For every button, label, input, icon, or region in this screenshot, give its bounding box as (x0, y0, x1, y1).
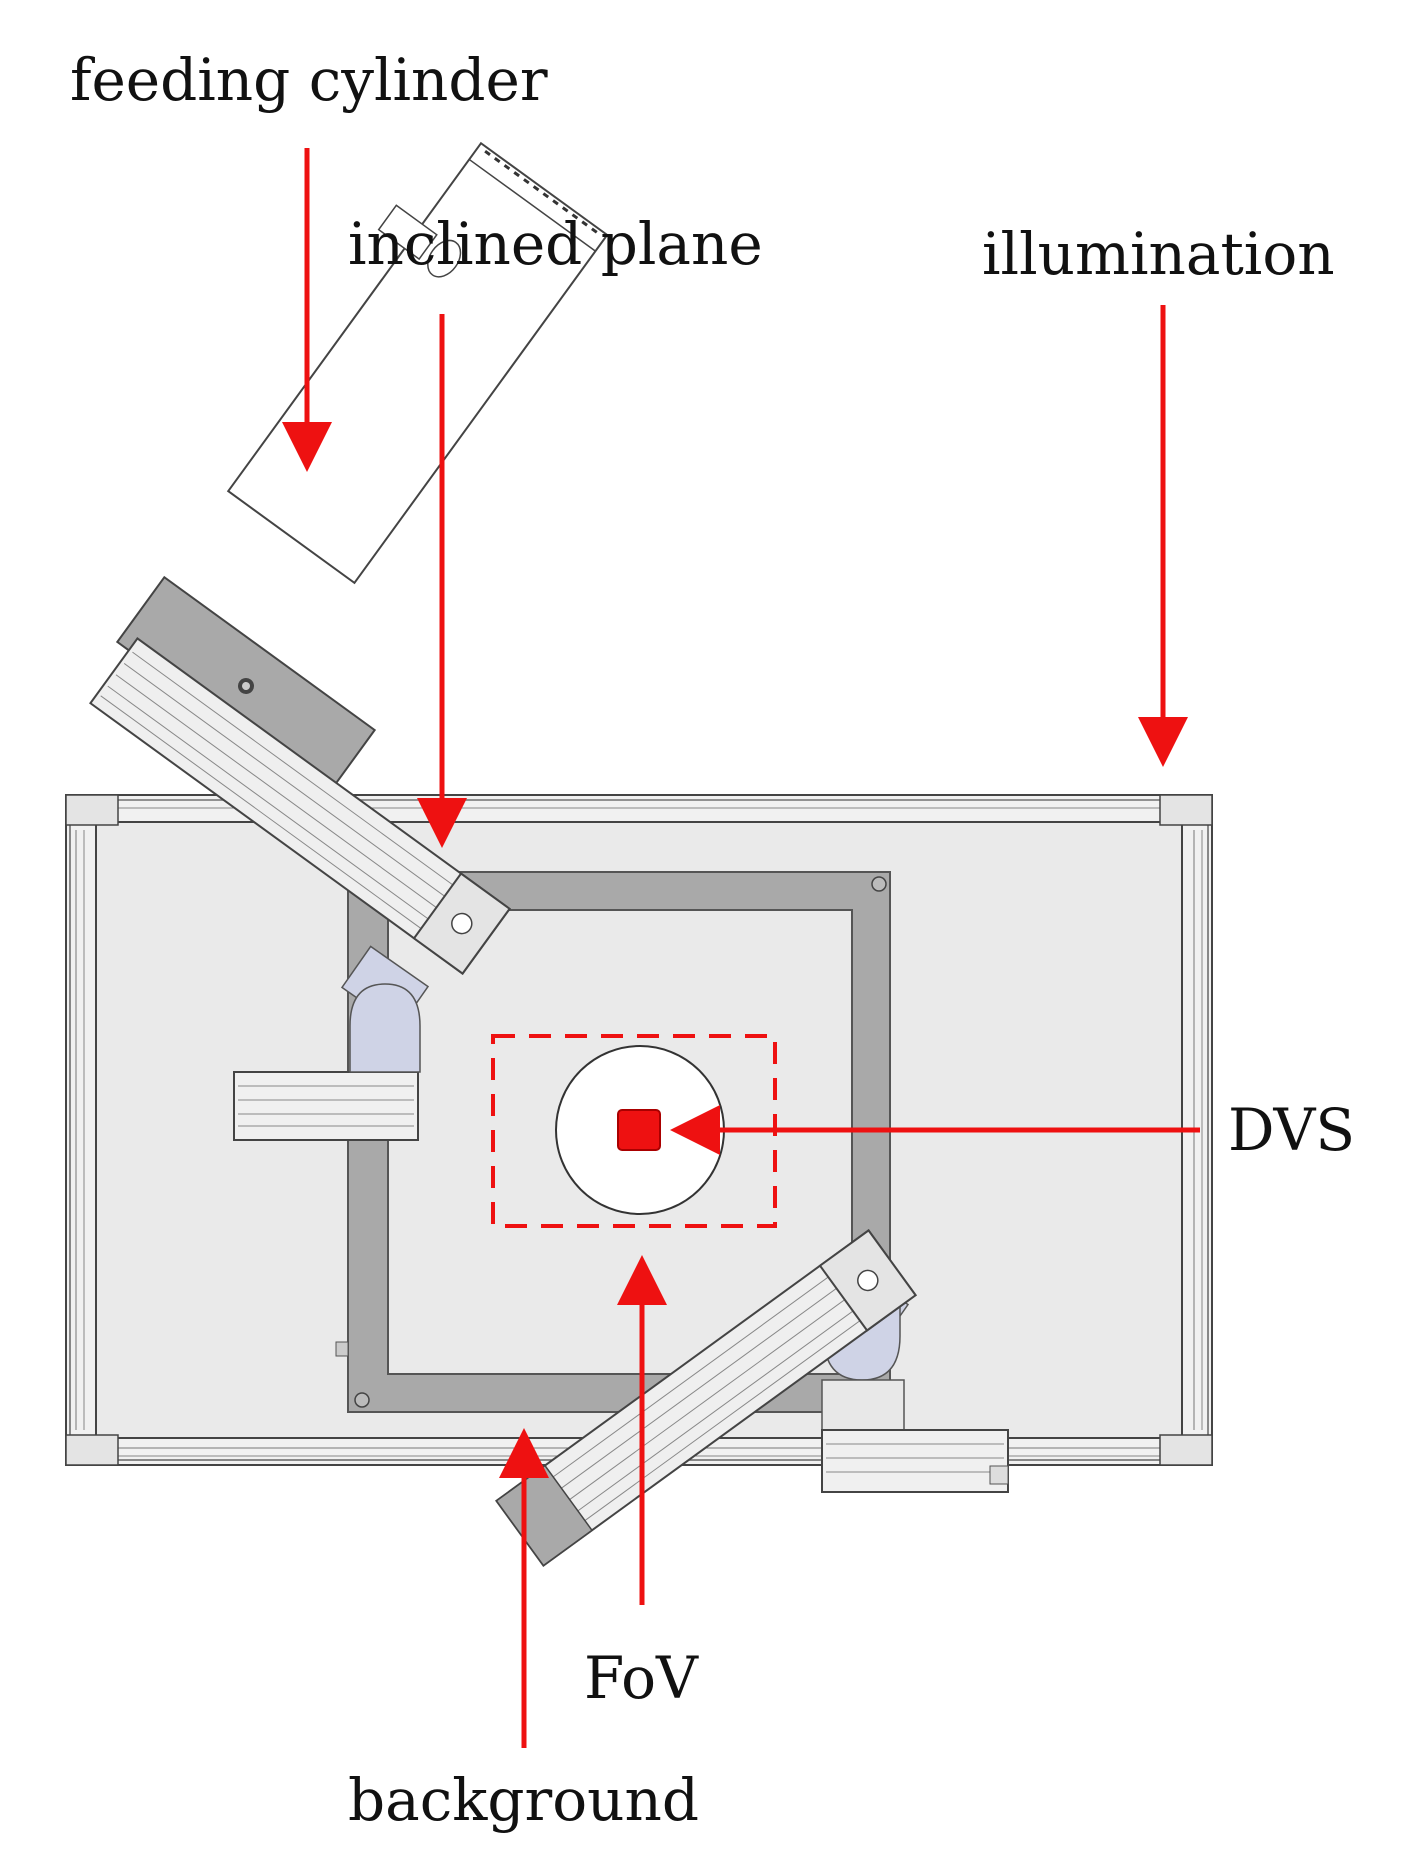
left-rail-block (233, 1071, 419, 1141)
label-background: background (348, 1766, 699, 1834)
left-motor (340, 945, 430, 1073)
dvs-sensor (617, 1109, 661, 1151)
label-fov: FoV (584, 1644, 699, 1712)
annotation-arrows (282, 148, 1200, 1748)
feeding-cylinder (226, 141, 609, 585)
inclined-plane-rail-upper (89, 637, 511, 975)
label-dvs: DVS (1228, 1096, 1355, 1164)
inclined-plane-rail-lower (495, 1229, 917, 1567)
bottom-right-rail-block (821, 1429, 1009, 1493)
label-illumination: illumination (982, 220, 1335, 288)
label-feeding-cylinder: feeding cylinder (70, 46, 548, 114)
label-inclined-plane: inclined plane (348, 210, 763, 278)
